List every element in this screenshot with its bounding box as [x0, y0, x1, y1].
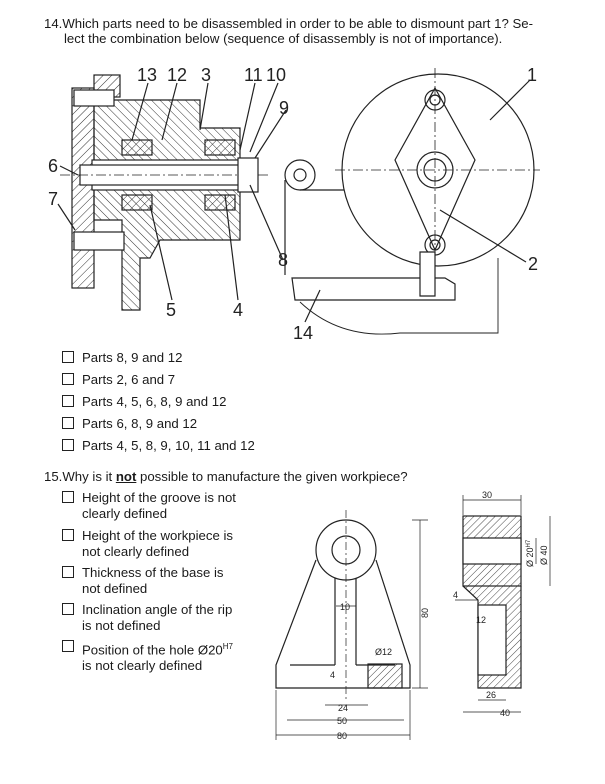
- dim-10: 10: [340, 602, 350, 612]
- dim-80-horizontal: 80: [337, 731, 347, 741]
- dim-50: 50: [337, 716, 347, 726]
- q14-option-2[interactable]: Parts 2, 6 and 7: [62, 372, 175, 388]
- checkbox[interactable]: [62, 603, 74, 615]
- dim-24: 24: [338, 703, 348, 713]
- q14-option-4[interactable]: Parts 6, 8, 9 and 12: [62, 416, 197, 432]
- checkbox[interactable]: [62, 373, 74, 385]
- question-15-emphasis: not: [115, 469, 137, 484]
- callout-11: 11: [244, 65, 263, 85]
- question-15-text: 15.Why is it not possible to manufacture…: [44, 469, 408, 484]
- option-label: Parts 8, 9 and 12: [82, 350, 183, 365]
- callout-9: 9: [279, 98, 289, 118]
- dim-30: 30: [482, 490, 492, 500]
- dim-diameter-20: Ø 20H7: [525, 539, 535, 567]
- checkbox[interactable]: [62, 395, 74, 407]
- assembly-drawing: 13 12 3 11 10 1 9 6 7 8 2 5 4 14: [48, 65, 540, 343]
- q14-option-3[interactable]: Parts 4, 5, 6, 8, 9 and 12: [62, 394, 226, 410]
- dim-12-side: 12: [476, 615, 486, 625]
- question-15-number: 15.: [44, 469, 63, 484]
- callout-4: 4: [233, 300, 243, 320]
- dim-80-vertical: 80: [420, 608, 430, 618]
- checkbox[interactable]: [62, 439, 74, 451]
- dim-26: 26: [486, 690, 496, 700]
- option-label: Parts 4, 5, 8, 9, 10, 11 and 12: [82, 438, 255, 453]
- callout-3: 3: [201, 65, 211, 85]
- option-label: Parts 4, 5, 6, 8, 9 and 12: [82, 394, 227, 409]
- callout-2: 2: [528, 254, 538, 274]
- callout-5: 5: [166, 300, 176, 320]
- dim-diameter-40: Ø 40: [539, 545, 549, 565]
- callout-14: 14: [293, 323, 313, 343]
- callout-12: 12: [167, 65, 187, 85]
- checkbox[interactable]: [62, 566, 74, 578]
- option-label: Parts 2, 6 and 7: [82, 372, 176, 387]
- workpiece-drawing: 10 80 Ø12 4 24 50 80 30 Ø 20H7 Ø 40 4 12…: [275, 490, 551, 741]
- dim-4-side: 4: [453, 590, 458, 600]
- callout-1: 1: [527, 65, 537, 85]
- q14-option-1[interactable]: Parts 8, 9 and 12: [62, 350, 182, 366]
- q14-option-5[interactable]: Parts 4, 5, 8, 9, 10, 11 and 12: [62, 438, 255, 454]
- callout-6: 6: [48, 156, 58, 176]
- option-label: Parts 6, 8, 9 and 12: [82, 416, 198, 431]
- question-14-text: 14.Which parts need to be disassembled i…: [44, 16, 564, 46]
- dim-4: 4: [330, 670, 335, 680]
- question-15-text-b: possible to manufacture the given workpi…: [136, 469, 408, 484]
- callout-7: 7: [48, 189, 58, 209]
- dim-diameter-12: Ø12: [375, 647, 392, 657]
- callout-13: 13: [137, 65, 157, 85]
- dim-40-side: 40: [500, 708, 510, 718]
- question-14-line2: lect the combination below (sequence of …: [64, 31, 503, 46]
- callout-8: 8: [278, 250, 288, 270]
- question-14-number: 14.: [44, 16, 63, 31]
- checkbox[interactable]: [62, 640, 74, 652]
- question-14-line1: Which parts need to be disassembled in o…: [62, 16, 533, 31]
- checkbox[interactable]: [62, 417, 74, 429]
- question-15-text-a: Why is it: [62, 469, 116, 484]
- checkbox[interactable]: [62, 351, 74, 363]
- checkbox[interactable]: [62, 529, 74, 541]
- callout-10: 10: [266, 65, 286, 85]
- checkbox[interactable]: [62, 491, 74, 503]
